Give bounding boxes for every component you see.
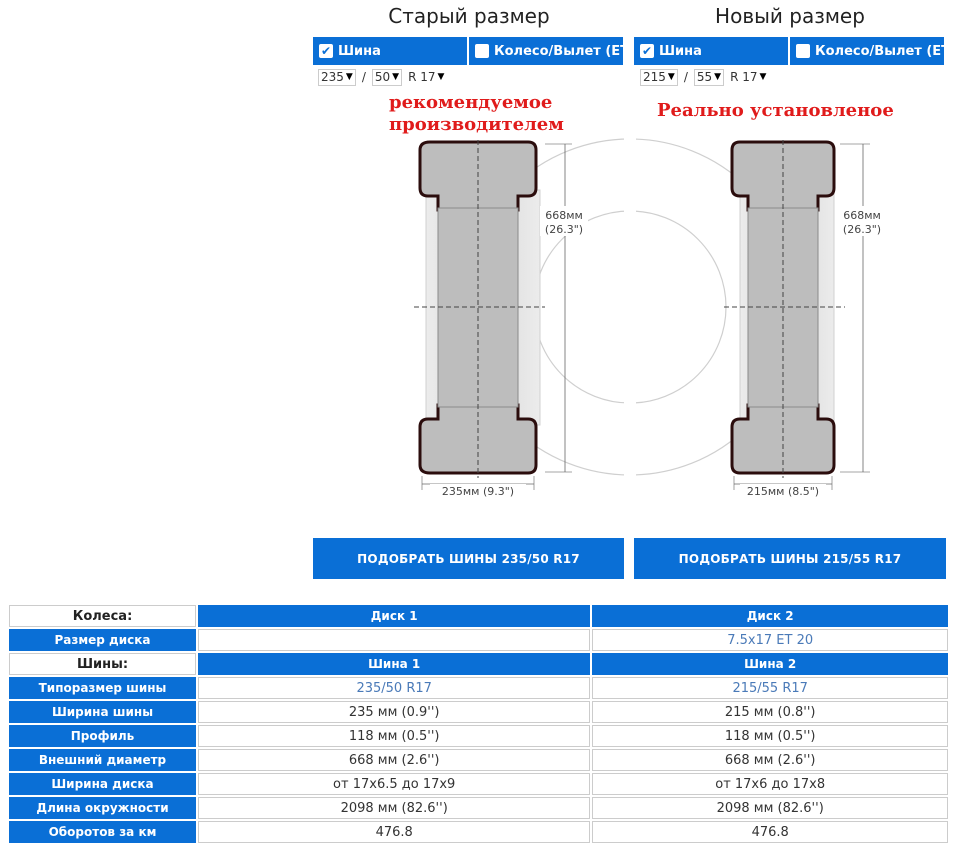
checkbox-checked-icon[interactable]: ✔ [640, 44, 654, 58]
row-label: Профиль [9, 725, 196, 747]
checkbox-unchecked-icon[interactable] [475, 44, 489, 58]
new-note: Реально установленое [657, 100, 894, 122]
new-rim-value: R 17 [730, 70, 758, 84]
old-note: рекомендуемое производителем [389, 92, 564, 136]
cell-value: 2098 мм (82.6'') [592, 797, 948, 819]
old-pick-tires-button[interactable]: ПОДОБРАТЬ ШИНЫ 235/50 R17 [313, 538, 624, 579]
new-tab-tire[interactable]: ✔ Шина [634, 37, 790, 65]
new-note-line1: Реально установленое [657, 100, 894, 121]
chevron-down-icon: ▼ [437, 72, 445, 82]
table-row: Профиль 118 мм (0.5'') 118 мм (0.5'') [9, 725, 948, 747]
slash-separator: / [683, 70, 688, 84]
new-width-value: 215 [643, 70, 666, 84]
new-tab-tire-label: Шина [659, 43, 702, 59]
tire2-header: Шина 2 [592, 653, 948, 675]
new-diameter-mm: 668мм [843, 209, 881, 222]
disk2-header: Диск 2 [592, 605, 948, 627]
new-pick-tires-button[interactable]: ПОДОБРАТЬ ШИНЫ 215/55 R17 [634, 538, 946, 579]
disk-size-2[interactable]: 7.5x17 ET 20 [592, 629, 948, 651]
checkbox-unchecked-icon[interactable] [796, 44, 810, 58]
old-diameter-in: (26.3") [545, 223, 583, 236]
chevron-down-icon: ▼ [667, 72, 675, 82]
new-tabs: ✔ Шина Колесо/Вылет (ET) [634, 37, 946, 65]
old-tab-tire[interactable]: ✔ Шина [313, 37, 469, 65]
row-label: Типоразмер шины [9, 677, 196, 699]
old-width-dimension: 235мм (9.3") [442, 485, 514, 498]
tires-label: Шины: [9, 653, 196, 675]
cell-value: 476.8 [198, 821, 591, 843]
chevron-down-icon: ▼ [392, 72, 400, 82]
tire2-size-link[interactable]: 215/55 R17 [592, 677, 948, 699]
cell-value: 668 мм (2.6'') [592, 749, 948, 771]
cell-value: 476.8 [592, 821, 948, 843]
table-row: Размер диска 7.5x17 ET 20 [9, 629, 948, 651]
table-row: Типоразмер шины 235/50 R17 215/55 R17 [9, 677, 948, 699]
row-label: Оборотов за км [9, 821, 196, 843]
old-tab-wheel[interactable]: Колесо/Вылет (ET) [469, 37, 625, 65]
cell-value: 668 мм (2.6'') [198, 749, 591, 771]
table-row: Оборотов за км 476.8 476.8 [9, 821, 948, 843]
disk-size-label: Размер диска [9, 629, 196, 651]
old-tire-shape [414, 140, 572, 490]
cell-value: 118 мм (0.5'') [198, 725, 591, 747]
new-width-dimension: 215мм (8.5") [747, 485, 819, 498]
cell-value: от 17x6.5 до 17x9 [198, 773, 591, 795]
new-profile-value: 55 [696, 70, 713, 84]
new-size-title: Новый размер [715, 4, 865, 28]
chevron-down-icon: ▼ [759, 72, 767, 82]
row-label: Внешний диаметр [9, 749, 196, 771]
old-size-selects: 235▼ / 50▼ R 17▼ [318, 68, 450, 86]
table-row: Ширина шины 235 мм (0.9'') 215 мм (0.8''… [9, 701, 948, 723]
row-label: Длина окружности [9, 797, 196, 819]
new-tab-wheel[interactable]: Колесо/Вылет (ET) [790, 37, 946, 65]
chevron-down-icon: ▼ [714, 72, 722, 82]
old-rim-select[interactable]: R 17▼ [406, 68, 447, 86]
chevron-down-icon: ▼ [345, 72, 353, 82]
cell-value: 215 мм (0.8'') [592, 701, 948, 723]
old-note-line1: рекомендуемое [389, 92, 553, 113]
new-tire-shape [724, 140, 870, 490]
wheels-label: Колеса: [9, 605, 196, 627]
table-row: Шины: Шина 1 Шина 2 [9, 653, 948, 675]
new-tab-wheel-label: Колесо/Вылет (ET) [815, 43, 946, 59]
cell-value: 235 мм (0.9'') [198, 701, 591, 723]
cell-value: 2098 мм (82.6'') [198, 797, 591, 819]
tire1-size-link[interactable]: 235/50 R17 [198, 677, 591, 699]
old-width-select[interactable]: 235▼ [318, 68, 356, 86]
old-rim-value: R 17 [408, 70, 436, 84]
new-width-select[interactable]: 215▼ [640, 68, 678, 86]
row-label: Ширина диска [9, 773, 196, 795]
table-row: Колеса: Диск 1 Диск 2 [9, 605, 948, 627]
disk-size-1 [198, 629, 591, 651]
old-size-title: Старый размер [388, 4, 550, 28]
checkbox-checked-icon[interactable]: ✔ [319, 44, 333, 58]
cell-value: 118 мм (0.5'') [592, 725, 948, 747]
new-diameter-in: (26.3") [843, 223, 881, 236]
tire1-header: Шина 1 [198, 653, 591, 675]
tire-spec-table: Колеса: Диск 1 Диск 2 Размер диска 7.5x1… [7, 603, 950, 845]
row-label: Ширина шины [9, 701, 196, 723]
old-tab-tire-label: Шина [338, 43, 381, 59]
tire-comparison-diagram: 668мм (26.3") 668мм (26.3") 235мм (9.3")… [414, 138, 882, 498]
old-tab-wheel-label: Колесо/Вылет (ET) [494, 43, 625, 59]
slash-separator: / [361, 70, 366, 84]
new-size-selects: 215▼ / 55▼ R 17▼ [640, 68, 772, 86]
old-profile-value: 50 [374, 70, 391, 84]
new-rim-select[interactable]: R 17▼ [728, 68, 769, 86]
cell-value: от 17x6 до 17x8 [592, 773, 948, 795]
table-row: Внешний диаметр 668 мм (2.6'') 668 мм (2… [9, 749, 948, 771]
old-diameter-mm: 668мм [545, 209, 583, 222]
old-tabs: ✔ Шина Колесо/Вылет (ET) [313, 37, 625, 65]
old-note-line2: производителем [389, 114, 564, 135]
old-profile-select[interactable]: 50▼ [371, 68, 403, 86]
table-row: Ширина диска от 17x6.5 до 17x9 от 17x6 д… [9, 773, 948, 795]
new-profile-select[interactable]: 55▼ [693, 68, 725, 86]
old-width-value: 235 [321, 70, 344, 84]
disk1-header: Диск 1 [198, 605, 591, 627]
table-row: Длина окружности 2098 мм (82.6'') 2098 м… [9, 797, 948, 819]
